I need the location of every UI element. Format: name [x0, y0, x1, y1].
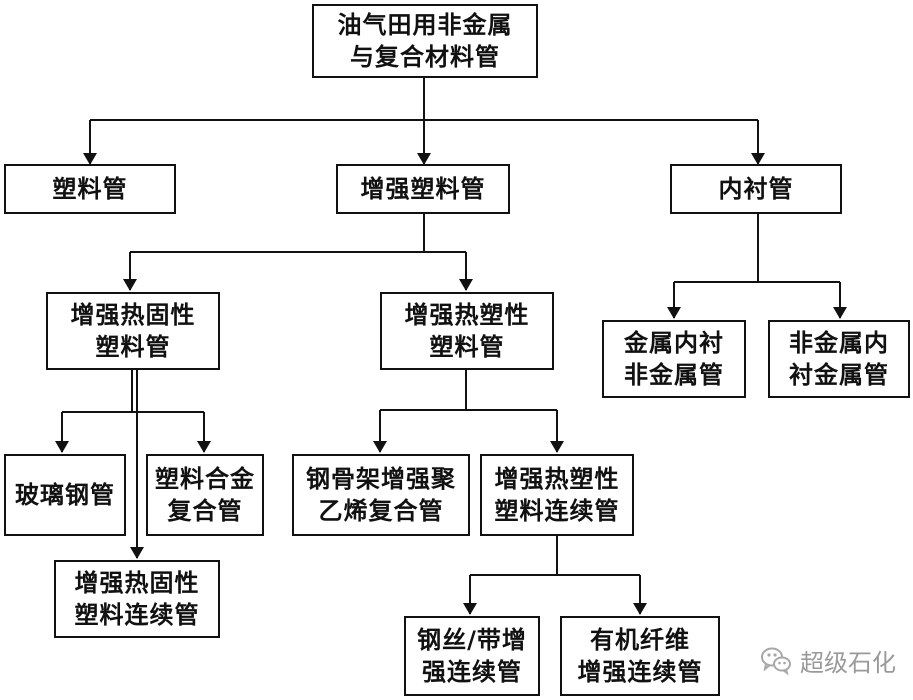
node-thermoset-pipe: 增强热固性 塑料管 — [46, 292, 220, 370]
node-nonmetal-lined-metal-pipe: 非金属内 衬金属管 — [768, 320, 910, 398]
node-plastic-alloy-pipe: 塑料合金 复合管 — [146, 454, 264, 536]
node-organic-fiber-continuous-pipe: 有机纤维 增强连续管 — [560, 616, 720, 696]
node-root: 油气田用非金属 与复合材料管 — [312, 4, 538, 78]
node-reinforced-plastic-pipe: 增强塑料管 — [336, 164, 510, 214]
node-steel-skeleton-pe-pipe: 钢骨架增强聚 乙烯复合管 — [292, 454, 470, 536]
node-thermoplastic-pipe: 增强热塑性 塑料管 — [380, 292, 554, 370]
wechat-icon — [761, 647, 791, 675]
watermark: 超级石化 — [760, 640, 896, 680]
node-plastic-pipe: 塑料管 — [4, 164, 176, 214]
watermark-text: 超级石化 — [800, 648, 896, 677]
node-grp-pipe: 玻璃钢管 — [4, 454, 126, 536]
node-steel-wire-continuous-pipe: 钢丝/带增 强连续管 — [404, 616, 540, 696]
node-metal-lined-nonmetal-pipe: 金属内衬 非金属管 — [602, 320, 746, 398]
node-thermoplastic-continuous-pipe: 增强热塑性 塑料连续管 — [480, 454, 634, 536]
node-lined-pipe: 内衬管 — [670, 164, 842, 214]
node-thermoset-continuous-pipe: 增强热固性 塑料连续管 — [54, 560, 220, 638]
